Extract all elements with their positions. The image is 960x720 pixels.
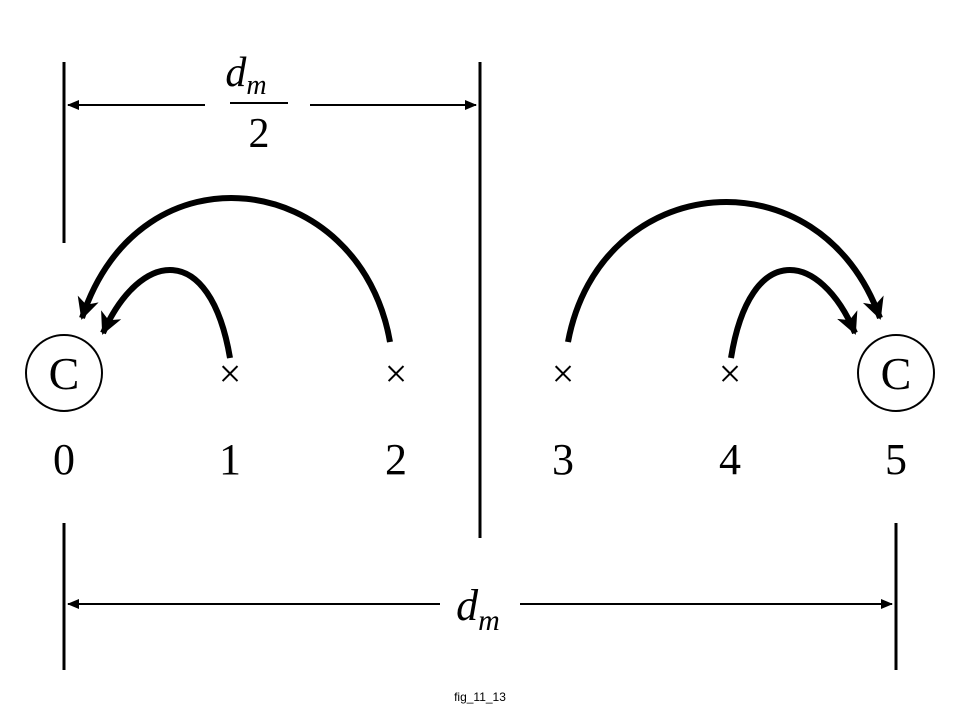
center-node-0: C — [25, 334, 103, 412]
position-label-3: 3 — [552, 435, 574, 484]
center-node-5: C — [857, 334, 935, 412]
point-marker-3: × — [552, 351, 575, 396]
position-label-2: 2 — [385, 435, 407, 484]
center-label: C — [881, 348, 912, 399]
curved-arrow-4-to-5 — [728, 267, 858, 359]
position-label-4: 4 — [719, 435, 741, 484]
center-label: C — [49, 348, 80, 399]
half-span-dimension: dm 2 — [67, 50, 477, 157]
center-circle — [25, 334, 103, 412]
position-label-5: 5 — [885, 435, 907, 484]
curved-arrow-1-to-0 — [100, 267, 233, 359]
full-span-label: dm — [456, 581, 500, 637]
curved-arrow-2-to-0 — [77, 195, 393, 343]
point-marker-4: × — [719, 351, 742, 396]
position-label-0: 0 — [53, 435, 75, 484]
half-span-label-numerator: dm — [225, 50, 266, 101]
point-marker-2: × — [385, 351, 408, 396]
full-span-dimension: dm — [67, 581, 893, 637]
center-circle — [857, 334, 935, 412]
position-label-1: 1 — [219, 435, 241, 484]
curved-arrow-3-to-5 — [565, 199, 884, 343]
point-marker-1: × — [219, 351, 242, 396]
figure-caption: fig_11_13 — [454, 690, 506, 704]
half-span-label-denominator: 2 — [249, 111, 270, 157]
